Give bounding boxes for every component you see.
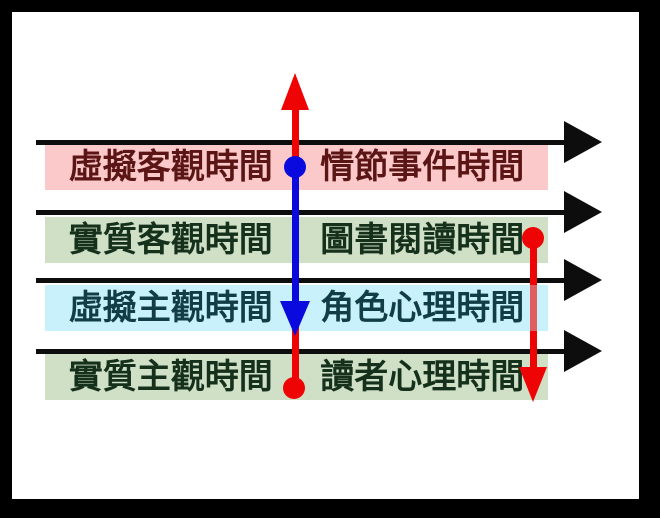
center-blue-dot bbox=[284, 156, 306, 178]
band-left-label: 虛擬客觀時間 bbox=[68, 147, 273, 187]
band-right-label: 情節事件時間 bbox=[320, 147, 525, 187]
band-right-label: 圖書閱讀時間 bbox=[320, 220, 525, 260]
band-left-label: 虛擬主觀時間 bbox=[68, 288, 273, 328]
timeline-line-3 bbox=[36, 278, 570, 283]
timeline-line-2 bbox=[36, 210, 570, 215]
timeline-line-4 bbox=[36, 349, 570, 354]
band-left-label: 實質客觀時間 bbox=[68, 220, 273, 260]
band-real-subjective-time: 實質主觀時間 讀者心理時間 bbox=[45, 354, 548, 400]
right-red-dot bbox=[522, 227, 544, 249]
right-arrowhead-icon bbox=[564, 259, 602, 301]
right-arrowhead-icon bbox=[564, 121, 602, 163]
down-arrowhead-icon bbox=[519, 367, 547, 402]
band-right-label: 讀者心理時間 bbox=[320, 357, 525, 397]
center-blue-connector-line bbox=[292, 167, 299, 307]
right-arrowhead-icon bbox=[564, 330, 602, 372]
timeline-line-1 bbox=[36, 140, 570, 145]
band-right-label: 角色心理時間 bbox=[320, 288, 525, 328]
band-overlay-tint bbox=[530, 285, 537, 331]
center-red-dot bbox=[283, 377, 305, 399]
up-arrowhead-icon bbox=[281, 73, 309, 110]
band-left-label: 實質主觀時間 bbox=[68, 357, 273, 397]
right-red-connector-line bbox=[530, 238, 537, 371]
down-arrowhead-icon bbox=[280, 301, 310, 336]
right-arrowhead-icon bbox=[564, 191, 602, 233]
